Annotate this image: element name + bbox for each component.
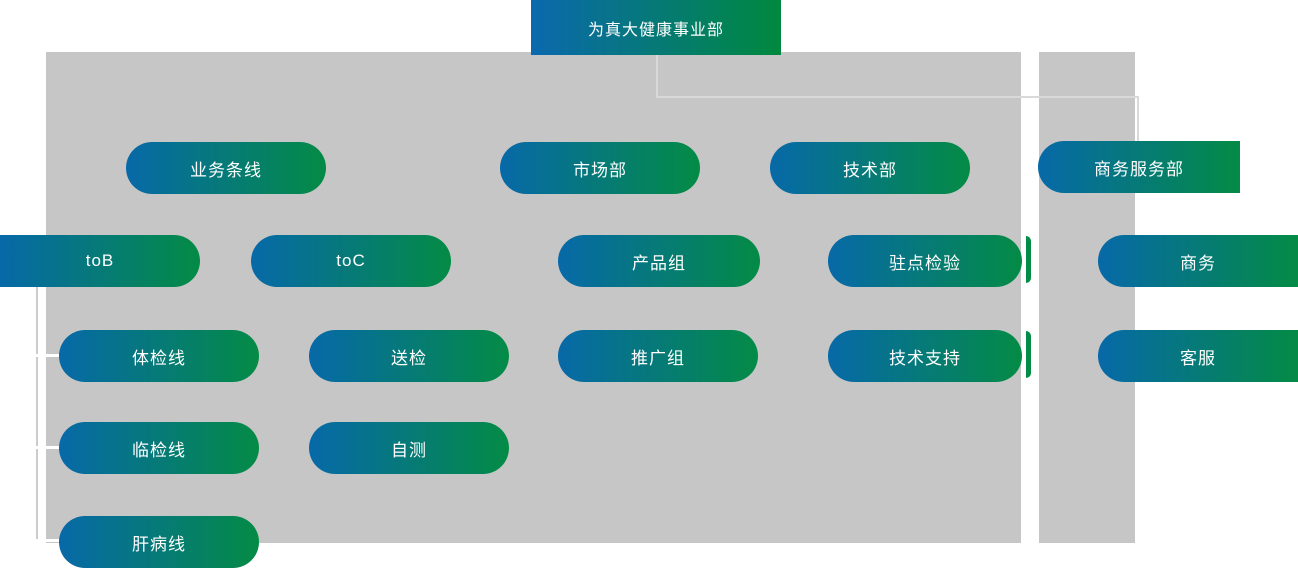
connector-tob-bracket [36, 287, 38, 542]
org-node-sample-submission: 送检 [309, 330, 509, 382]
right-gray-panel [1039, 52, 1135, 543]
org-node-commerce-service-dept: 商务服务部 [1038, 141, 1240, 193]
connector-stub-liver-disease [36, 539, 59, 542]
connector-stub-physical-exam [36, 354, 59, 357]
org-node-self-test: 自测 [309, 422, 509, 474]
org-node-promotion-group: 推广组 [558, 330, 758, 382]
connector-top-horizontal [656, 96, 1139, 98]
org-node-tech-support: 技术支持 [828, 330, 1022, 382]
org-node-marketing-dept: 市场部 [500, 142, 700, 194]
connector-root-stub [656, 55, 658, 97]
org-node-root: 为真大健康事业部 [531, 0, 781, 55]
org-node-liver-disease-line: 肝病线 [59, 516, 259, 568]
org-node-business-lines: 业务条线 [126, 142, 326, 194]
pill-fragment-tech-support [1026, 331, 1031, 378]
org-node-product-group: 产品组 [558, 235, 760, 287]
org-node-tech-dept: 技术部 [770, 142, 970, 194]
org-node-clinical-test-line: 临检线 [59, 422, 259, 474]
org-node-customer-service: 客服 [1098, 330, 1298, 382]
org-node-commerce: 商务 [1098, 235, 1298, 287]
org-node-tob: toB [0, 235, 200, 287]
connector-stub-clinical-test [36, 446, 59, 449]
org-node-physical-exam-line: 体检线 [59, 330, 259, 382]
pill-fragment-onsite-testing [1026, 236, 1031, 283]
org-node-onsite-testing: 驻点检验 [828, 235, 1022, 287]
org-node-toc: toC [251, 235, 451, 287]
connector-service-vertical [1137, 96, 1139, 141]
